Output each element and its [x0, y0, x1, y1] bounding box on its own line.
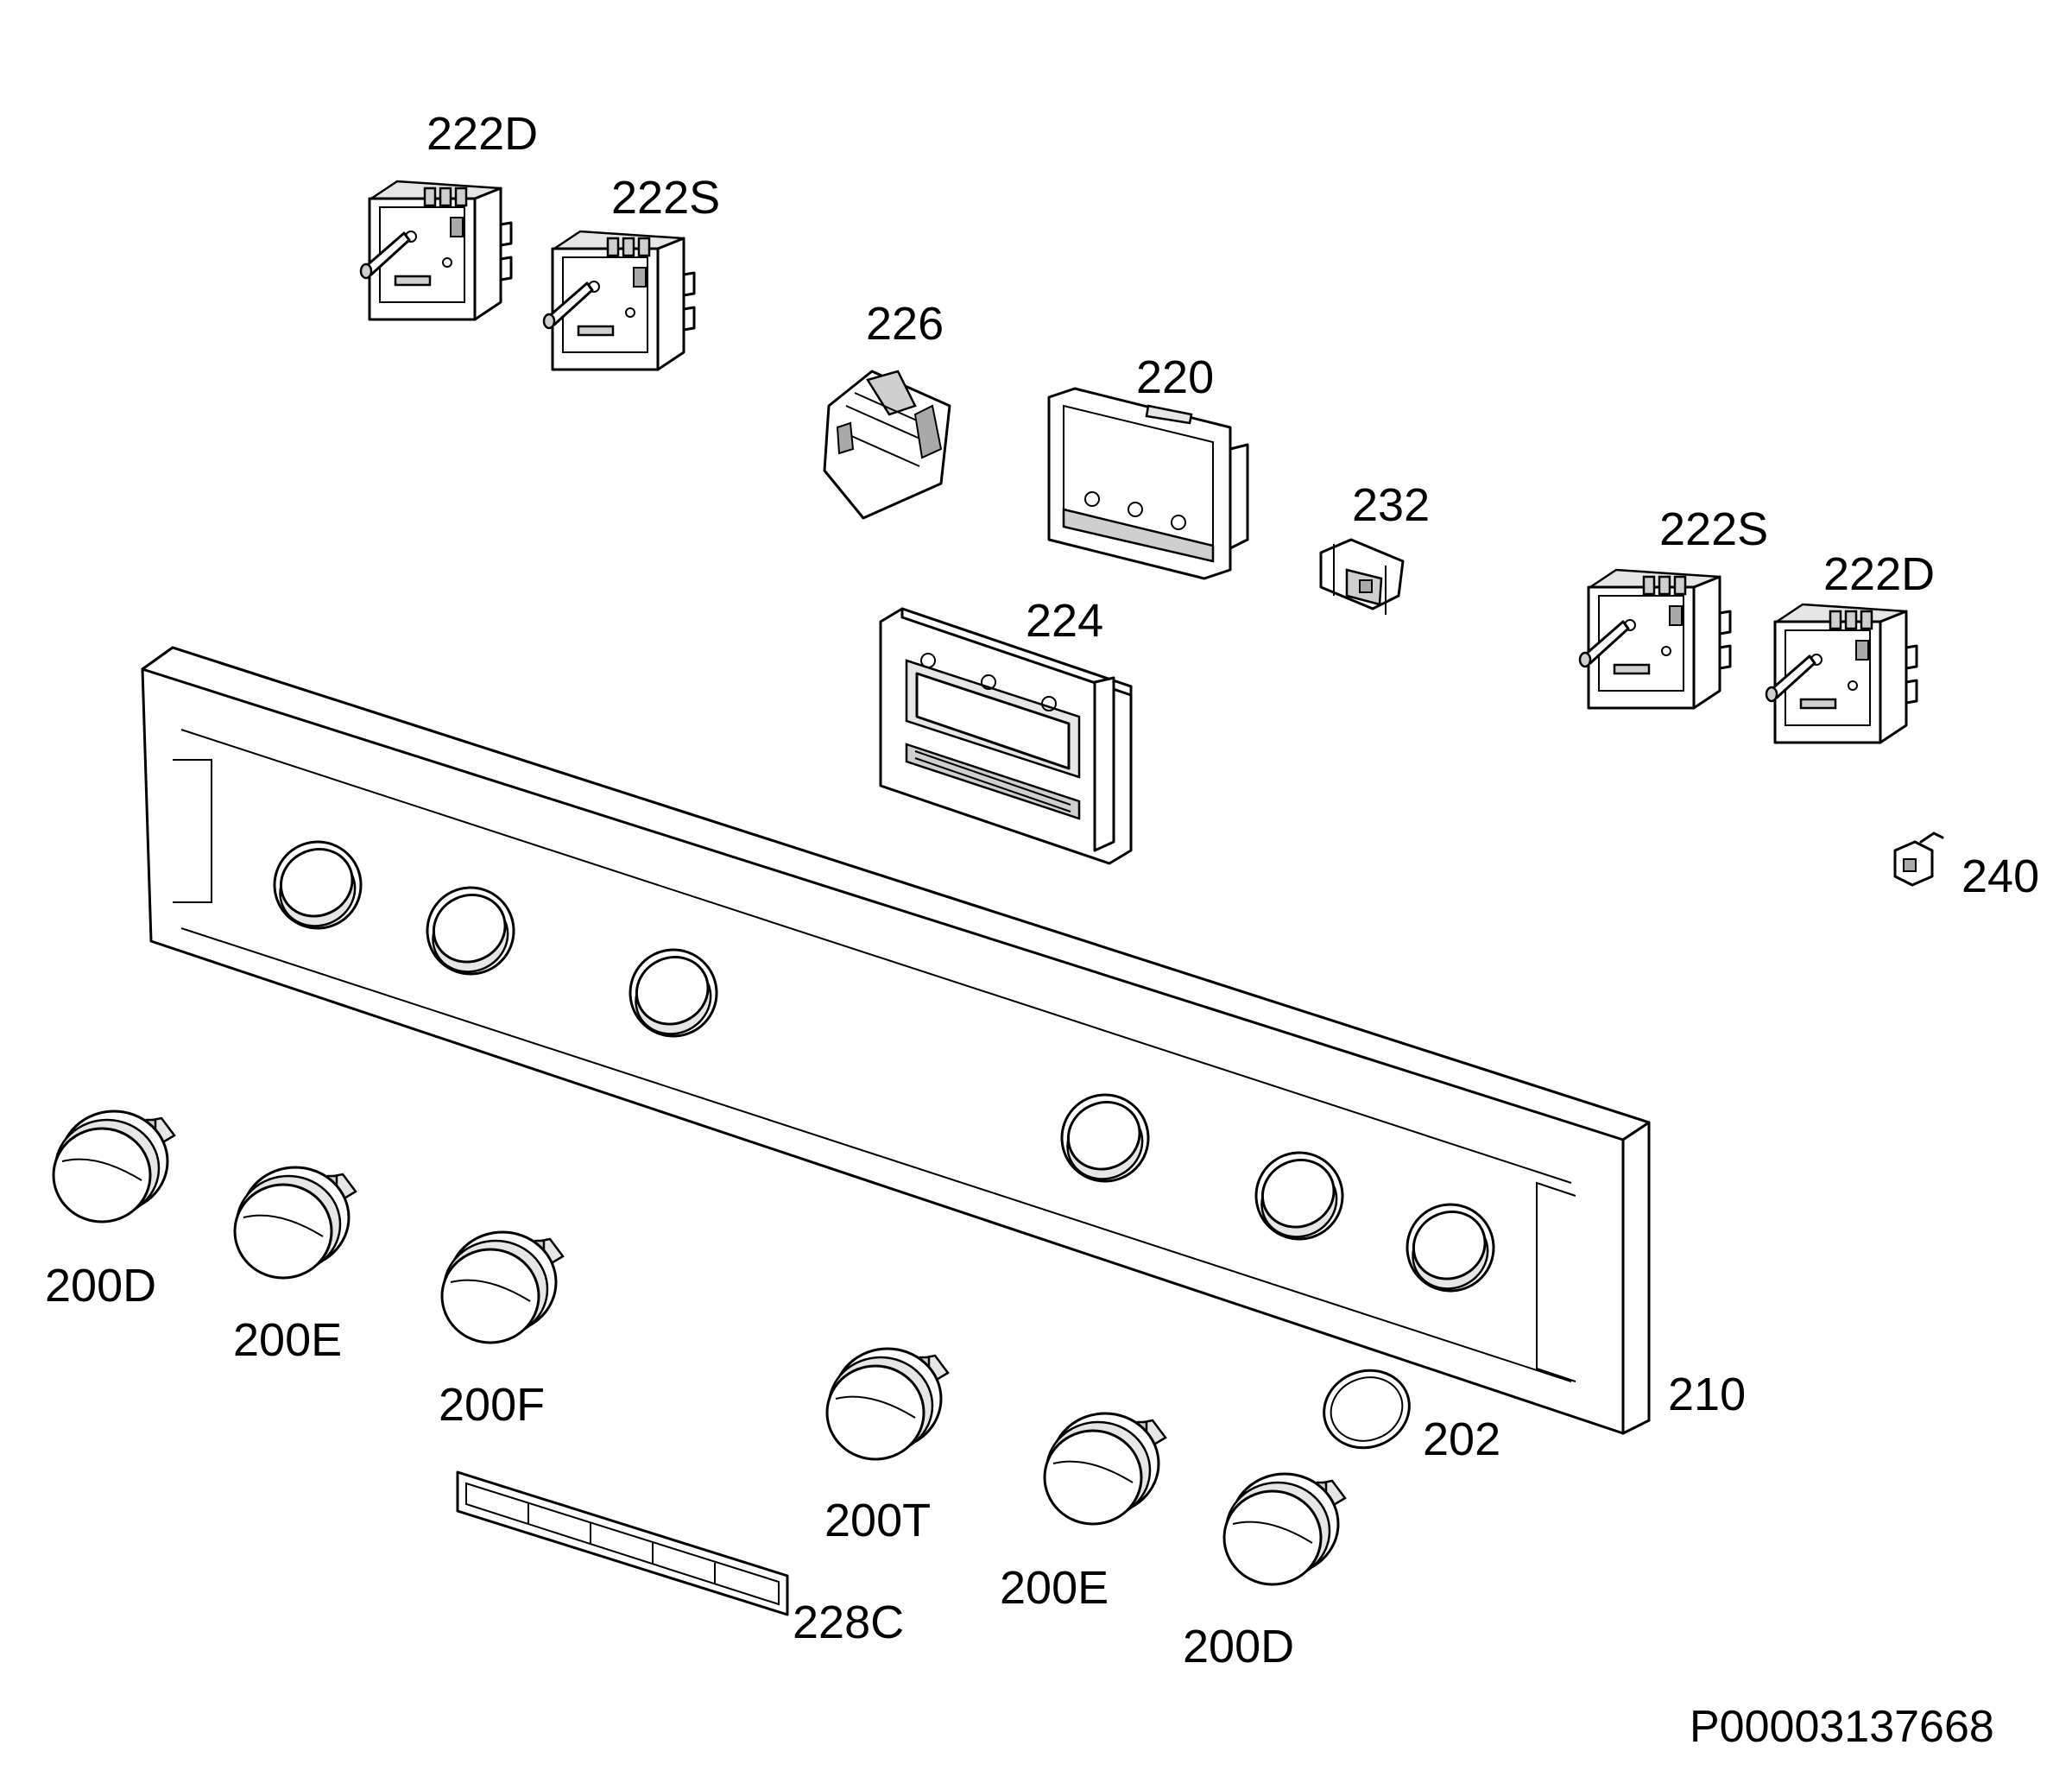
symbol-strip-228c: [456, 1470, 789, 1616]
label-200e-right: 200E: [1000, 1562, 1109, 1614]
micro-switch-232: [1319, 538, 1405, 615]
label-228c: 228C: [793, 1596, 905, 1648]
label-200t: 200T: [824, 1495, 932, 1546]
label-222s-top: 222S: [611, 172, 721, 224]
label-240: 240: [1961, 850, 2040, 902]
label-200f: 200F: [439, 1379, 546, 1431]
label-220: 220: [1136, 351, 1215, 403]
label-200e-left: 200E: [233, 1314, 343, 1366]
connector-240: [1893, 831, 1944, 887]
label-226: 226: [866, 298, 944, 350]
label-222s-right: 222S: [1659, 503, 1769, 555]
display-housing-220: [1047, 387, 1249, 580]
front-panel-210: [141, 646, 1651, 1435]
label-200d-right: 200D: [1183, 1621, 1295, 1672]
selector-switch-226: [823, 370, 951, 520]
ring-202: [1323, 1369, 1411, 1450]
display-module-224: [879, 607, 1133, 865]
label-210: 210: [1668, 1369, 1747, 1420]
label-232: 232: [1352, 479, 1431, 531]
label-222d-right: 222D: [1823, 548, 1936, 600]
label-200d-left: 200D: [45, 1260, 157, 1312]
label-202: 202: [1423, 1413, 1501, 1465]
label-222d-top: 222D: [426, 108, 539, 160]
drawing-code: P00003137668: [1690, 1702, 1994, 1752]
label-224: 224: [1026, 595, 1104, 647]
